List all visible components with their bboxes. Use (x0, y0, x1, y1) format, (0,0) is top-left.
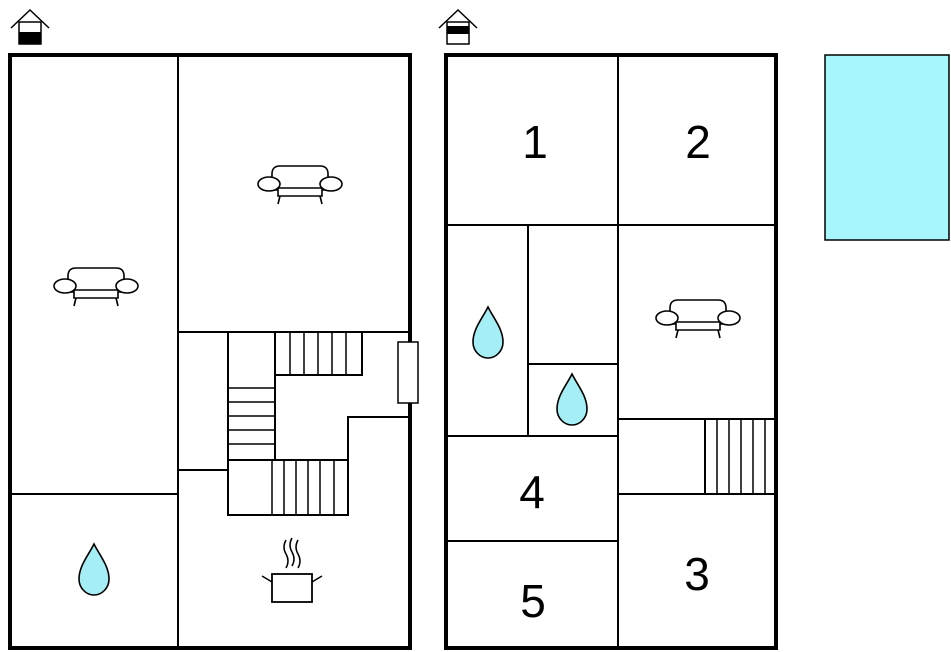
cooking-pot-icon (261, 537, 323, 603)
sofa-icon (257, 165, 343, 205)
ground-floor-staircase (227, 332, 410, 516)
water-drop-icon (556, 373, 588, 426)
ground-floor-door (397, 341, 419, 404)
swimming-pool (824, 54, 950, 241)
house-ground-floor-icon (10, 8, 50, 45)
water-drop-icon (472, 306, 504, 359)
room-number-5: 5 (520, 575, 546, 627)
upper-floor-plan: 1 2 3 4 5 (444, 53, 778, 650)
room-number-4: 4 (519, 466, 545, 518)
house-upper-floor-icon (438, 8, 478, 45)
sofa-icon (53, 267, 139, 307)
ground-floor-outer-wall (8, 53, 412, 650)
upper-floor-staircase (704, 419, 766, 494)
room-number-3: 3 (684, 548, 710, 600)
ground-floor-plan (8, 53, 419, 650)
room-number-1: 1 (522, 116, 548, 168)
sofa-icon (655, 299, 741, 339)
upper-floor-outer-wall (444, 53, 778, 650)
room-number-2: 2 (685, 116, 711, 168)
water-drop-icon (78, 543, 110, 596)
